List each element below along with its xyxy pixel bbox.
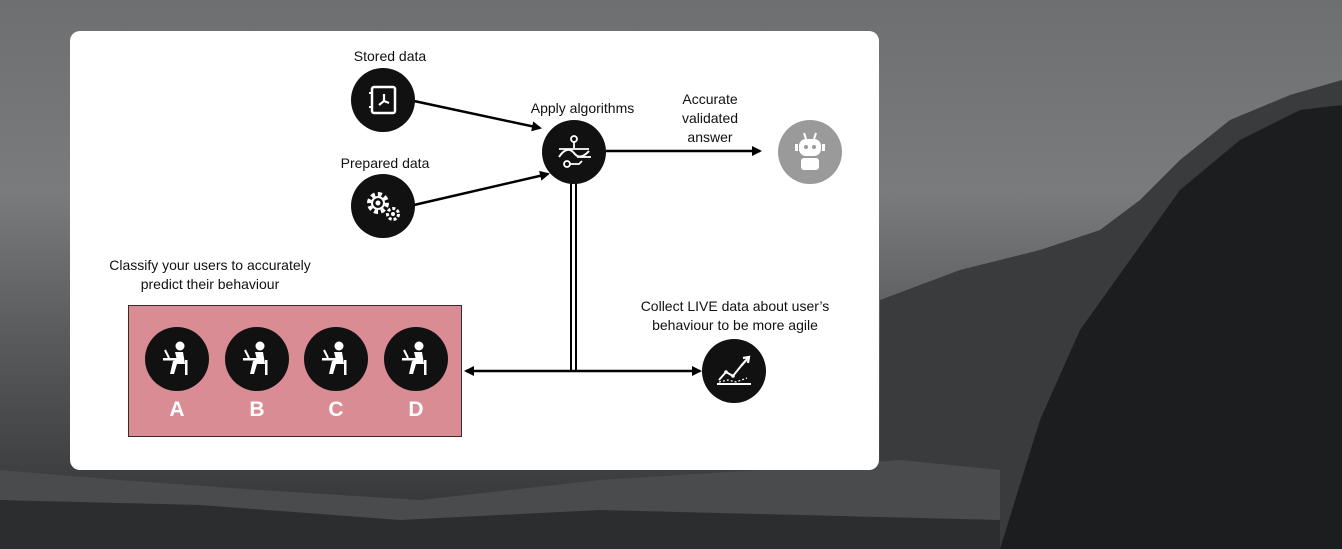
robot-icon (795, 132, 825, 170)
gears-icon (367, 192, 400, 221)
user-a-icon (145, 327, 209, 391)
user-b-label: B (249, 398, 265, 421)
collect-live-data-node (702, 339, 766, 403)
user-c-icon (304, 327, 368, 391)
collect-live-data-label: Collect LIVE data about user’s behaviour… (640, 298, 830, 333)
user-d-label: D (408, 398, 424, 421)
prepared-data-label: Prepared data (340, 155, 430, 171)
user-c-label: C (328, 398, 344, 421)
stored-data-label: Stored data (353, 48, 427, 64)
classify-users-label: Classify your users to accurately predic… (109, 257, 311, 292)
accurate-answer-node (778, 120, 842, 184)
user-b-icon (225, 327, 289, 391)
algorithm-icon (558, 135, 591, 168)
apply-algorithms-label: Apply algorithms (530, 100, 635, 116)
user-classes-panel: A B C D (128, 305, 462, 437)
safe-icon (369, 85, 397, 115)
prepared-data-node (351, 174, 415, 238)
user-a-label: A (169, 398, 185, 421)
apply-algorithms-node (542, 120, 606, 184)
accurate-answer-label: Accurate validated answer (681, 91, 739, 145)
stored-data-node (351, 68, 415, 132)
trend-chart-icon (717, 355, 751, 385)
user-d-icon (384, 327, 448, 391)
